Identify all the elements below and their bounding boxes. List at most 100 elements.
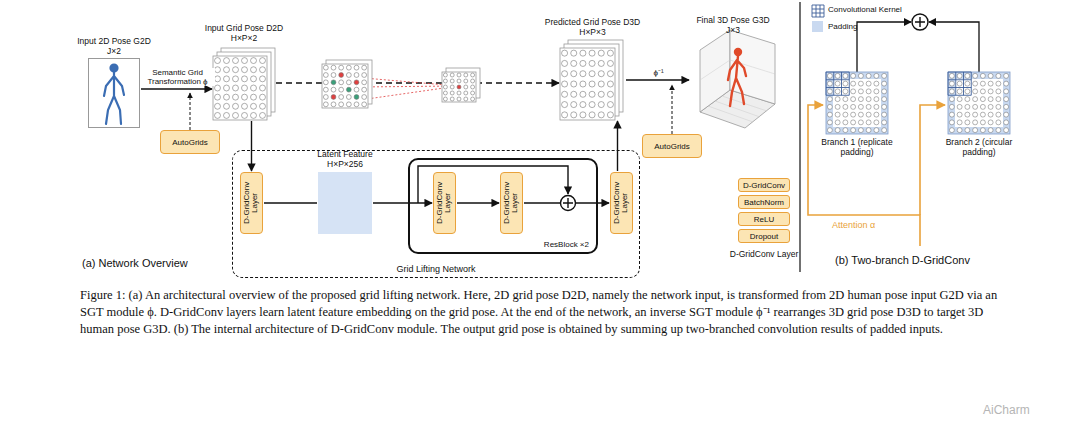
node-text: Input Grid Pose D2D	[205, 24, 283, 34]
autogrids-arrow	[190, 93, 191, 130]
connector-arrow	[617, 121, 618, 171]
text-group: Branch 1 (replicate padding)	[814, 137, 900, 157]
text-group: D-GridConv Layer	[241, 173, 262, 233]
node-text: D-GridConv Layer	[721, 249, 807, 259]
node-text: Branch 2 (circular padding)	[936, 137, 1022, 157]
sum-symbol	[561, 196, 576, 211]
text-group: D-GridConv	[739, 179, 789, 191]
layer-part-box: ReLU	[738, 212, 790, 226]
layer-part-box: D-GridConv	[738, 178, 790, 192]
text-group: Final 3D Pose G3DJ×3	[696, 16, 769, 36]
panel-label: (a) Network Overview	[82, 257, 188, 269]
pose-3d-figure	[700, 30, 775, 128]
pose-2d-figure	[104, 65, 124, 125]
text-group: D-GridConv Layer	[721, 249, 807, 259]
edge-label: ϕ⁻¹	[643, 68, 675, 77]
layer-box: D-GridConv Layer	[240, 172, 263, 234]
node-text: ResBlock ×2	[544, 240, 589, 249]
grid-pose-figure	[442, 68, 480, 102]
attention-line	[920, 105, 945, 215]
text-group: D-GridConv Layer	[501, 173, 522, 233]
branch-grid: Branch 1 (replicate padding)	[826, 72, 888, 134]
panel-separator	[799, 2, 800, 272]
legend-text: Padding	[828, 22, 857, 31]
panel-label: Attention α	[832, 220, 875, 230]
node-text: AutoGrids	[654, 142, 690, 151]
legend-entry: Padding	[812, 21, 857, 32]
branch-grid: Branch 2 (circular padding)	[948, 72, 1010, 134]
latent-feature-box: Latent FeatureH×P×256	[318, 172, 372, 234]
grid-pose-figure	[213, 48, 275, 120]
node-text: D-GridConv	[743, 181, 785, 190]
connector-arrow	[457, 202, 499, 203]
resblock-box: ResBlock ×2 D-GridConv Layer D-GridConv La…	[408, 158, 598, 254]
connector-arrow	[251, 121, 252, 171]
node-text: D-GridConv Layer	[503, 175, 520, 231]
text-group: ResBlock ×2	[544, 240, 589, 249]
layer-box: D-GridConv Layer	[433, 172, 456, 234]
node-text: BatchNorm	[744, 198, 784, 207]
edge-label: Semantic Grid Transformation ϕ	[141, 68, 215, 86]
node-text: J×2	[77, 47, 151, 57]
connector-arrow	[141, 88, 212, 89]
node-text: Branch 1 (replicate padding)	[814, 137, 900, 157]
text-group: Input 2D Pose G2DJ×2	[77, 37, 151, 57]
node-text: H×P×3	[545, 28, 640, 38]
panel-label: (b) Two-branch D-GridConv	[835, 254, 970, 266]
connector-arrow	[626, 79, 689, 80]
padded-grid	[948, 72, 1010, 134]
layer-box: D-GridConv Layer	[610, 172, 633, 234]
text-group: Branch 2 (circular padding)	[936, 137, 1022, 157]
text-group: ReLU	[739, 213, 789, 225]
legend-entry: Convolutional Kernel	[828, 5, 902, 14]
sum-symbol	[915, 17, 925, 27]
node-text: Input 2D Pose G2D	[77, 37, 151, 47]
text-group: Grid Lifting Network	[233, 264, 639, 274]
grid-pose-figure	[322, 60, 372, 108]
legend-text: Convolutional Kernel	[828, 5, 902, 14]
node-text: AutoGrids	[172, 138, 208, 147]
pose-input-box: Input 2D Pose G2DJ×2	[88, 58, 140, 128]
branch-line	[857, 22, 911, 72]
grid-pose-box: Input Grid Pose D2DH×P×2	[213, 46, 275, 120]
sum-symbol	[563, 198, 573, 208]
legend-swatch	[812, 21, 823, 32]
text-group: AutoGrids	[161, 131, 219, 153]
node-text: Latent Feature	[317, 150, 372, 160]
node-text: D-GridConv Layer	[436, 175, 453, 231]
node-text: D-GridConv Layer	[243, 175, 260, 231]
text-group: D-GridConv Layer	[434, 173, 455, 233]
grid-pose-box: Predicted Grid Pose D3DH×P×3	[560, 40, 625, 120]
text-group: Latent FeatureH×P×256	[317, 150, 372, 170]
text-group: Input Grid Pose D2DH×P×2	[205, 24, 283, 44]
node-text: Dropout	[750, 232, 778, 241]
kernel-legend-icon	[812, 5, 824, 17]
module-box: AutoGrids	[642, 134, 702, 158]
node-text: D-GridConv Layer	[613, 175, 630, 231]
node-text: Grid Lifting Network	[233, 264, 639, 274]
text-group: AutoGrids	[643, 135, 701, 157]
grid-pose-figure	[560, 40, 623, 120]
figure-caption: Figure 1: (a) An architectural overview …	[80, 287, 1005, 338]
branch-line	[929, 22, 979, 72]
module-box: AutoGrids	[160, 130, 220, 154]
text-group: BatchNorm	[739, 196, 789, 208]
text-group: D-GridConv Layer	[611, 173, 632, 233]
node-text: Predicted Grid Pose D3D	[545, 18, 640, 28]
layer-box: D-GridConv Layer	[500, 172, 523, 234]
layer-legend-group: D-GridConv LayerD-GridConvBatchNormReLUD…	[736, 176, 792, 246]
layer-part-box: BatchNorm	[738, 195, 790, 209]
node-text: H×P×256	[317, 160, 372, 170]
connector-arrow	[373, 202, 432, 203]
text-group: Predicted Grid Pose D3DH×P×3	[545, 18, 640, 38]
text-group: Dropout	[739, 230, 789, 242]
node-text: H×P×2	[205, 34, 283, 44]
padded-grid	[826, 72, 888, 134]
sum-symbol	[912, 14, 928, 30]
node-text: Final 3D Pose G3D	[696, 16, 769, 26]
connector-arrow	[264, 202, 317, 203]
